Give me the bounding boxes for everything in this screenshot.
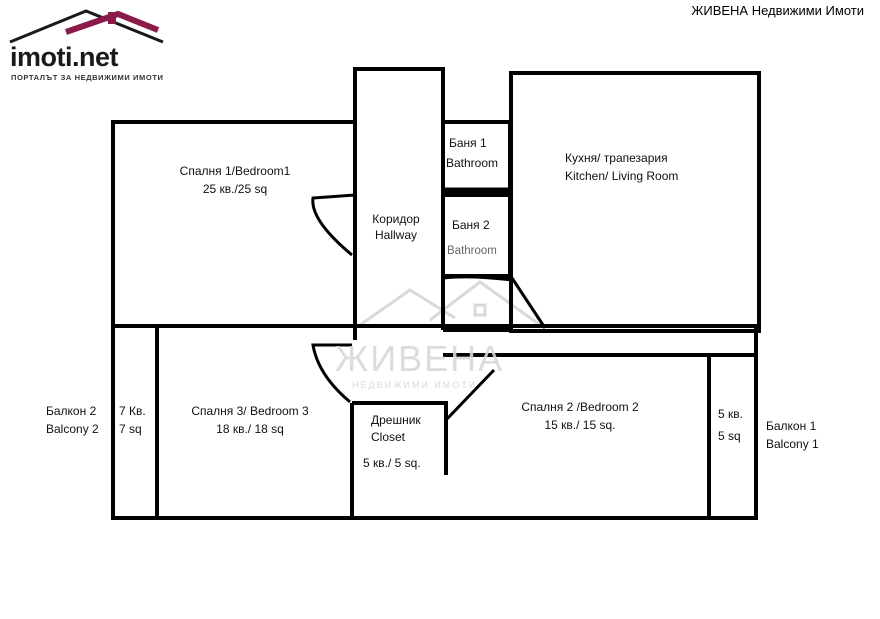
door-swings [311,193,547,422]
bedroom2-area: 15 кв./ 15 sq. [544,418,616,432]
balcony2-area: 7 Кв. 7 sq [119,403,146,437]
hallway-label: Коридор Hallway [360,211,432,243]
kitchen-label: Кухня/ трапезария Kitchen/ Living Room [565,150,678,184]
house-roof-icon [9,9,164,44]
hallway-name-en: Hallway [374,228,417,242]
closet-name-bg: Дрешник [371,413,421,427]
watermark-house-icon [359,280,541,327]
balcony1-area-en: 5 sq [718,429,741,443]
bath2-name-bg: Баня 2 [452,218,490,232]
bath1-label: Баня 1 Bathroom [446,135,499,171]
balcony1-name-en: Balcony 1 [766,437,819,451]
bath2-name-en: Bathroom [447,245,497,257]
bottom-outline [111,324,758,520]
closet-area: 5 кв./ 5 sq. [363,456,421,470]
balcony1-name-bg: Балкон 1 [766,419,817,433]
bedroom1-area: 25 кв./25 sq [202,182,268,196]
closet-name-en: Closet [371,430,406,444]
watermark-subtext: НЕДВИЖИМИ ИМОТИ [352,380,478,390]
logo-wordmark: imoti.net [10,42,119,73]
kitchen-outline [509,71,761,333]
balcony2-area-en: 7 sq [119,422,142,436]
balcony1-area-bg: 5 кв. [718,407,743,421]
bath1-name-en: Bathroom [446,156,499,170]
balcony2-name-bg: Балкон 2 [46,404,97,418]
balcony1-area: 5 кв. 5 sq [718,406,743,444]
walls [111,67,761,520]
agency-name: ЖИВЕНА Недвижими Имоти [691,3,864,18]
balcony1-label: Балкон 1 Balcony 1 [766,418,819,452]
bath1-name-bg: Баня 1 [449,136,487,150]
bedroom3-name: Спалня 3/ Bedroom 3 [191,404,309,418]
logo-word: imoti [10,42,73,72]
bedroom1-outline [111,120,357,328]
watermark-text: ЖИВЕНА [335,338,505,379]
bedroom2-label: Спалня 2 /Bedroom 2 15 кв./ 15 sq. [505,399,655,433]
bedroom2-name: Спалня 2 /Bedroom 2 [521,400,639,414]
balcony2-label: Балкон 2 Balcony 2 [46,403,99,437]
bedroom3-label: Спалня 3/ Bedroom 3 18 кв./ 18 sq [180,403,320,437]
bedroom3-area: 18 кв./ 18 sq [216,422,284,436]
kitchen-name-bg: Кухня/ трапезария [565,151,668,165]
logo-tld: .net [72,42,119,72]
bedroom1-label: Спалня 1/Bedroom1 25 кв./25 sq [160,163,310,197]
closet-label: Дрешник Closet 5 кв./ 5 sq. [363,412,421,471]
bedroom1-name: Спалня 1/Bedroom1 [179,164,291,178]
hallway-name-bg: Коридор [372,212,420,226]
balcony2-name-en: Balcony 2 [46,422,99,436]
hallway-outline [353,67,445,330]
balcony2-area-bg: 7 Кв. [119,404,146,418]
kitchen-name-en: Kitchen/ Living Room [565,169,679,183]
imoti-logo: imoti.net ПОРТАЛЪТ ЗА НЕДВИЖИМИ ИМОТИ [8,8,168,83]
logo-tagline: ПОРТАЛЪТ ЗА НЕДВИЖИМИ ИМОТИ [11,73,164,82]
bath2-label: Баня 2 Bathroom [447,217,497,259]
